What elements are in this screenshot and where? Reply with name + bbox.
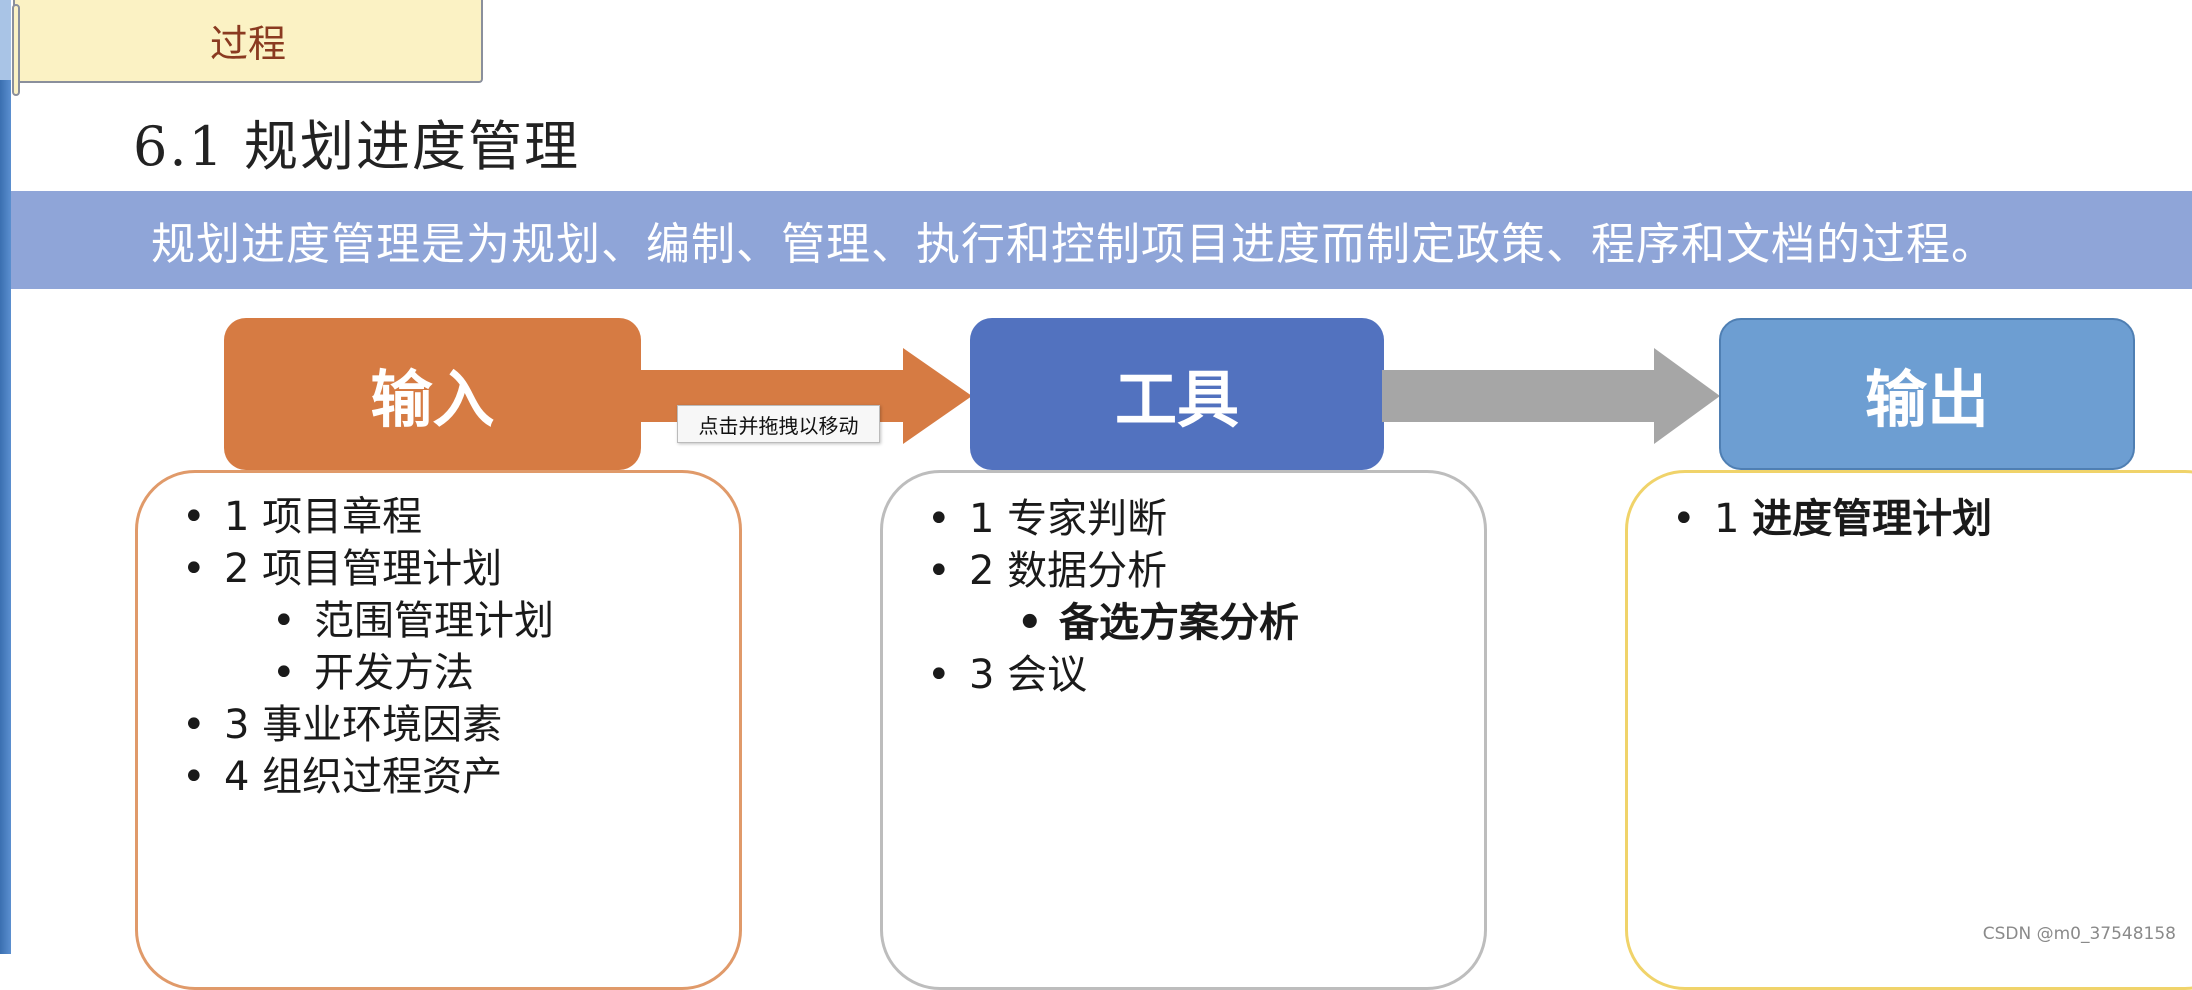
list-item: 4 组织过程资产 xyxy=(182,751,554,803)
list-item: 备选方案分析 xyxy=(1017,597,1299,649)
list-item: 1 专家判断 xyxy=(927,493,1299,545)
input-header: 输入 xyxy=(224,318,641,470)
list-item: 3 事业环境因素 xyxy=(182,699,554,751)
list-item-number: 1 xyxy=(1714,496,1753,542)
section-title: 6.1 规划进度管理 xyxy=(133,115,581,178)
list-item-text: 进度管理计划 xyxy=(1752,496,1993,542)
input-list-box: 1 项目章程 2 项目管理计划 范围管理计划 开发方法 3 事业环境因素 4 组… xyxy=(135,470,742,990)
left-edge-scrollbar[interactable] xyxy=(0,0,11,954)
tool-header-label: 工具 xyxy=(1114,363,1239,436)
list-item: 3 会议 xyxy=(927,649,1299,701)
input-list: 1 项目章程 2 项目管理计划 范围管理计划 开发方法 3 事业环境因素 4 组… xyxy=(182,491,554,803)
list-item: 范围管理计划 xyxy=(272,595,554,647)
tool-list: 1 专家判断 2 数据分析 备选方案分析 3 会议 xyxy=(927,493,1299,701)
list-item: 1 项目章程 xyxy=(182,491,554,543)
output-list-box: 1 进度管理计划 xyxy=(1625,470,2192,990)
list-item: 2 数据分析 xyxy=(927,545,1299,597)
arrow-right-icon-tool-to-output xyxy=(1382,348,1720,444)
output-list: 1 进度管理计划 xyxy=(1672,493,1993,545)
banner-text: 规划进度管理是为规划、编制、管理、执行和控制项目进度而制定政策、程序和文档的过程… xyxy=(151,219,1996,270)
tool-header: 工具 xyxy=(970,318,1384,470)
drag-to-move-tooltip: 点击并拖拽以移动 xyxy=(677,405,880,443)
output-header: 输出 xyxy=(1719,318,2135,470)
process-tab[interactable]: 过程 xyxy=(12,0,483,96)
list-item: 开发方法 xyxy=(272,647,554,699)
tab-curl-decoration xyxy=(12,4,20,96)
input-header-label: 输入 xyxy=(370,363,495,436)
csdn-watermark: CSDN @m0_37548158 xyxy=(1982,924,2176,944)
list-item: 1 进度管理计划 xyxy=(1672,493,1993,545)
list-item: 2 项目管理计划 xyxy=(182,543,554,595)
output-header-label: 输出 xyxy=(1864,363,1989,436)
process-tab-label: 过程 xyxy=(209,22,286,66)
tool-list-box: 1 专家判断 2 数据分析 备选方案分析 3 会议 xyxy=(880,470,1487,990)
scroll-thumb[interactable] xyxy=(0,0,11,80)
definition-banner: 规划进度管理是为规划、编制、管理、执行和控制项目进度而制定政策、程序和文档的过程… xyxy=(11,191,2192,289)
